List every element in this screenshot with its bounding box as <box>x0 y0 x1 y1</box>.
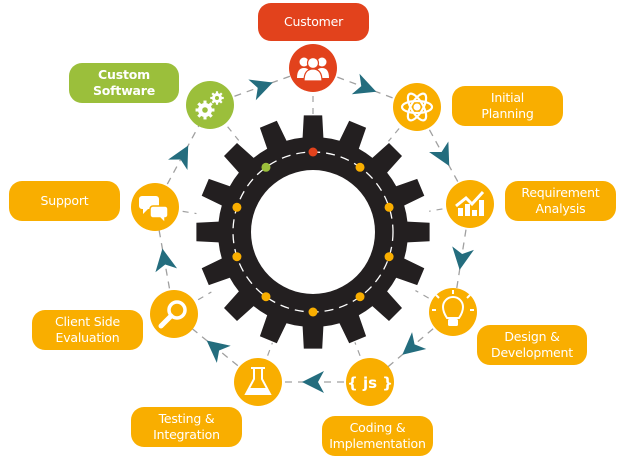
track-marker <box>261 292 271 302</box>
magnifier-icon <box>158 300 187 329</box>
center-gear <box>196 115 430 349</box>
track-marker <box>308 147 318 157</box>
node-support[interactable] <box>131 183 179 231</box>
label-custom-software[interactable]: Custom Software <box>69 63 179 103</box>
flow-arrow-icon <box>351 73 377 95</box>
label-design-development-text: Design & Development <box>491 329 573 360</box>
gears-icon <box>195 91 224 120</box>
node-testing-integration[interactable] <box>234 358 282 406</box>
node-customer[interactable] <box>289 44 337 92</box>
node-client-side-evaluation[interactable] <box>150 290 198 338</box>
label-requirement-analysis[interactable]: Requirement Analysis <box>505 181 616 221</box>
label-support-text: Support <box>40 193 89 208</box>
spoke-line <box>415 290 429 299</box>
spoke-line <box>267 342 273 356</box>
label-customer[interactable]: Customer <box>258 3 369 41</box>
flow-arrow-icon <box>302 371 324 393</box>
track-marker <box>384 252 394 262</box>
label-coding-implementation[interactable]: Coding & Implementation <box>322 416 433 456</box>
label-coding-implementation-text: Coding & Implementation <box>329 420 426 451</box>
spoke-line <box>197 291 212 301</box>
flow-arrow-icon <box>402 332 427 355</box>
label-testing-integration[interactable]: Testing & Integration <box>131 407 242 447</box>
flow-arrow-icon <box>452 246 474 270</box>
label-design-development[interactable]: Design & Development <box>477 325 587 365</box>
track-marker <box>355 162 365 172</box>
atom-icon <box>400 92 434 122</box>
flow-arrow-icon <box>168 145 189 171</box>
spoke-line <box>354 342 361 357</box>
node-requirement-analysis[interactable] <box>446 180 494 228</box>
label-initial-planning[interactable]: Initial Planning <box>452 86 563 126</box>
flow-arrow-icon <box>429 141 450 167</box>
track-marker <box>232 202 242 212</box>
node-coding-implementation[interactable]: { js } <box>346 358 394 406</box>
label-support[interactable]: Support <box>9 181 120 221</box>
chart-growth-icon <box>455 190 485 216</box>
spoke-line <box>182 210 197 215</box>
label-testing-integration-text: Testing & Integration <box>153 411 220 442</box>
node-design-development[interactable] <box>429 288 477 336</box>
label-requirement-analysis-text: Requirement Analysis <box>521 185 600 216</box>
spoke-line <box>429 208 443 212</box>
track-marker <box>232 252 242 262</box>
gear-hole <box>251 170 375 294</box>
code-js-icon: { js } <box>347 374 393 392</box>
chat-bubbles-icon <box>139 196 169 225</box>
lightbulb-icon <box>432 290 474 326</box>
flow-arrow-icon <box>155 248 178 273</box>
people-icon <box>297 56 329 82</box>
spoke-line <box>227 126 240 141</box>
label-client-side-evaluation[interactable]: Client Side Evaluation <box>32 310 143 350</box>
svg-text:{ js }: { js } <box>347 374 393 392</box>
label-custom-software-text: Custom Software <box>92 67 156 98</box>
spoke-line <box>388 128 400 142</box>
track-marker <box>261 162 271 172</box>
flow-arrow-icon <box>248 79 273 101</box>
track-marker <box>308 307 318 317</box>
cycle-arrows <box>155 73 474 393</box>
flow-arrow-icon <box>206 340 231 363</box>
track-marker <box>384 202 394 212</box>
label-client-side-evaluation-text: Client Side Evaluation <box>55 314 120 345</box>
label-initial-planning-text: Initial Planning <box>481 90 534 121</box>
node-custom-software[interactable] <box>186 81 234 129</box>
flask-icon <box>244 367 272 395</box>
node-initial-planning[interactable] <box>393 83 441 131</box>
stage-icons: { js } <box>131 44 494 406</box>
label-customer-text: Customer <box>283 14 344 29</box>
track-marker <box>355 292 365 302</box>
